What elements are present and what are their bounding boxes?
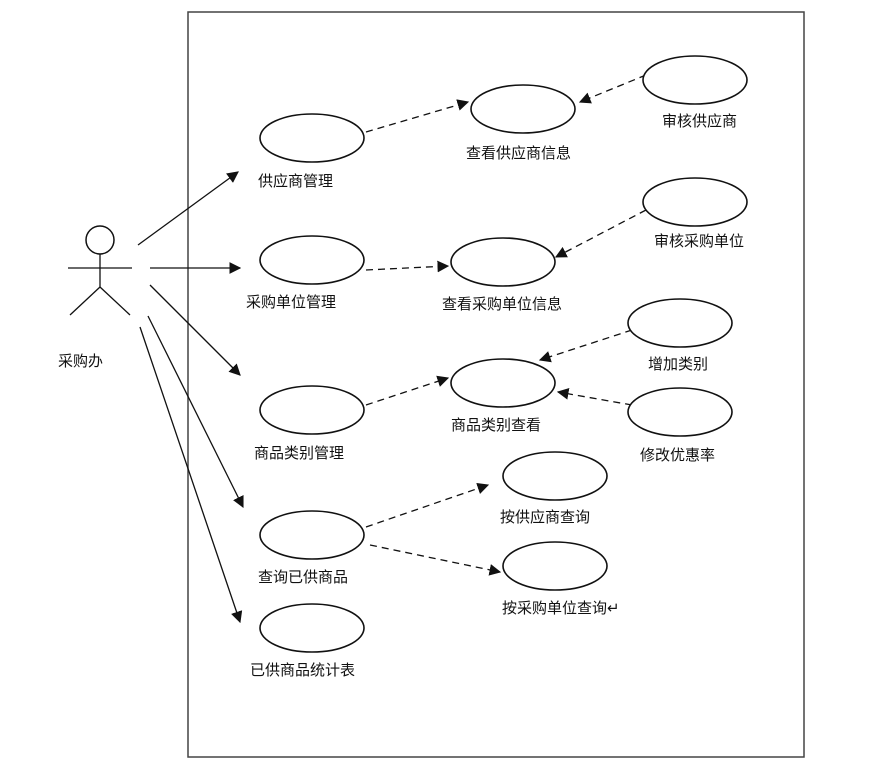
- use-case-view-supplier-info: 查看供应商信息: [466, 84, 576, 162]
- use-case-label: 审核供应商: [662, 112, 737, 130]
- dep-supplier-mgmt-to-view: [365, 99, 470, 133]
- use-case-label: 查看采购单位信息: [442, 295, 562, 313]
- dep-purchase-unit-mgmt-to-view: [365, 260, 450, 273]
- assoc-query-supplied-goods: [147, 315, 244, 509]
- dep-review-unit-to-view: [554, 209, 647, 258]
- use-case-label: 商品类别查看: [451, 416, 541, 434]
- use-case-view-purchase-unit-info: 查看采购单位信息: [442, 237, 562, 313]
- dep-review-supplier-to-view: [578, 74, 647, 104]
- assoc-category-mgmt: [149, 284, 241, 376]
- use-case-query-by-supplier: 按供应商查询: [500, 451, 608, 526]
- use-case-review-supplier: 审核供应商: [642, 55, 748, 130]
- actor-associations: [137, 171, 244, 624]
- dependency-lines: [365, 74, 647, 576]
- assoc-supplier-mgmt: [137, 171, 239, 246]
- actor-purchasing-office: 采购办: [58, 225, 132, 370]
- dep-query-to-by-supplier: [365, 482, 490, 528]
- use-case-view-category: 商品类别查看: [450, 358, 556, 434]
- use-case-label: 按采购单位查询↵: [502, 599, 620, 617]
- use-case-label: 查询已供商品: [258, 568, 348, 586]
- use-case-label: 查看供应商信息: [466, 144, 571, 162]
- dep-category-mgmt-to-view: [365, 375, 450, 406]
- use-case-supplied-goods-stats: 已供商品统计表: [250, 603, 365, 679]
- actor-right-leg: [99, 286, 131, 316]
- actor-head: [85, 225, 115, 255]
- use-case-add-category: 增加类别: [627, 298, 733, 373]
- use-case-query-by-purchase-unit: 按采购单位查询↵: [502, 541, 620, 617]
- use-case-label: 已供商品统计表: [250, 661, 355, 679]
- use-case-label: 采购单位管理: [246, 293, 336, 311]
- dep-add-category-to-view: [538, 329, 633, 363]
- dep-query-to-by-unit: [369, 544, 502, 576]
- actor-label: 采购办: [58, 352, 103, 370]
- actor-left-leg: [69, 286, 101, 316]
- system-boundary: [187, 11, 805, 758]
- use-case-category-mgmt: 商品类别管理: [254, 385, 365, 462]
- use-case-supplier-mgmt: 供应商管理: [258, 113, 365, 190]
- use-case-modify-discount: 修改优惠率: [627, 387, 733, 464]
- use-case-label: 商品类别管理: [254, 444, 344, 462]
- use-case-label: 按供应商查询: [500, 508, 590, 526]
- use-case-label: 增加类别: [648, 355, 708, 373]
- dep-modify-discount-to-view: [556, 388, 633, 406]
- use-case-query-supplied-goods: 查询已供商品: [258, 510, 365, 586]
- use-case-label: 修改优惠率: [640, 446, 715, 464]
- use-case-purchase-unit-mgmt: 采购单位管理: [246, 235, 365, 311]
- use-case-label: 供应商管理: [258, 172, 333, 190]
- use-case-label: 审核采购单位: [654, 232, 744, 250]
- use-case-review-purchase-unit: 审核采购单位: [642, 177, 748, 250]
- assoc-supplied-goods-stats: [139, 326, 243, 624]
